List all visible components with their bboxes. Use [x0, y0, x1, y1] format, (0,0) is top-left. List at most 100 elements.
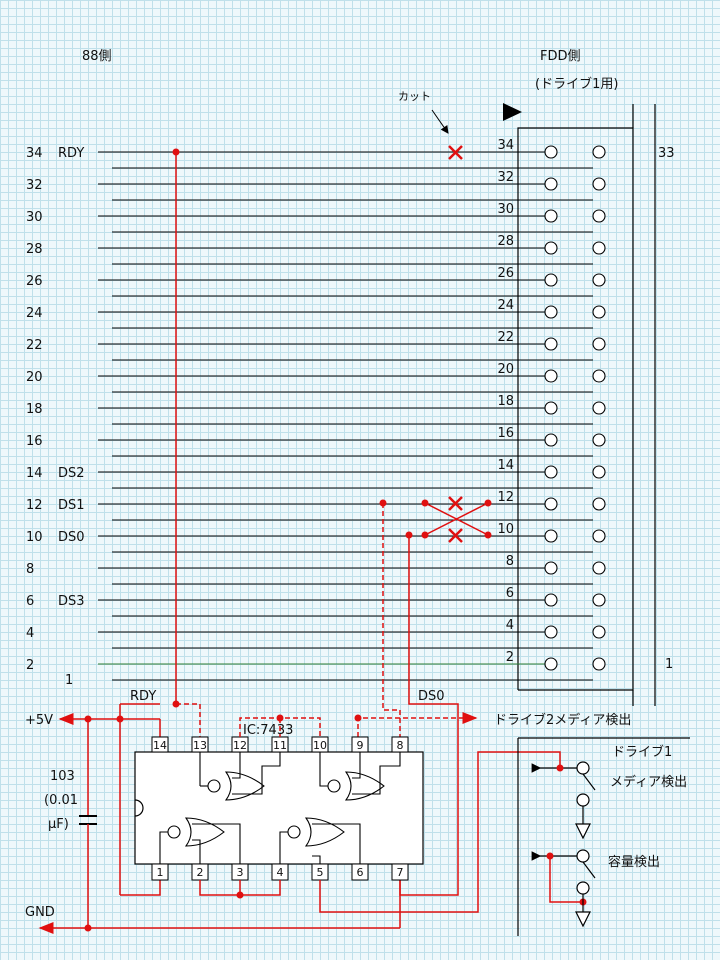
left-pin-number: 32 — [26, 178, 43, 193]
contact-odd — [592, 305, 606, 319]
left-pin-signal: RDY — [58, 146, 84, 161]
right-pin-number: 24 — [497, 298, 514, 313]
left-pin-number: 24 — [26, 306, 43, 321]
left-pin-number: 14 — [26, 466, 43, 481]
capacitor-detail-2: μF) — [48, 817, 69, 832]
left-pin-signal: DS3 — [58, 594, 85, 609]
ic-pin-number: 8 — [397, 739, 404, 752]
left-pin-number: 20 — [26, 370, 43, 385]
right-pin-number: 2 — [506, 650, 514, 665]
left-pin-number: 2 — [26, 658, 34, 673]
ic-pin-number: 7 — [397, 866, 404, 879]
left-pin-number: 26 — [26, 274, 43, 289]
fdd-side-title: FDD側 — [540, 49, 581, 64]
contact-even — [544, 497, 558, 511]
right-pin-number: 34 — [497, 138, 514, 153]
left-pin-number: 28 — [26, 242, 43, 257]
contact-odd — [592, 209, 606, 223]
contact-even — [544, 273, 558, 287]
contact-odd — [592, 145, 606, 159]
contact-even — [544, 241, 558, 255]
connector-bottom-label: 1 — [665, 657, 673, 672]
ic-pin-number: 9 — [357, 739, 364, 752]
contact-odd — [592, 593, 606, 607]
drive1-media-label: メディア検出 — [610, 774, 687, 790]
contact-odd — [592, 401, 606, 415]
ic-pin-number: 12 — [233, 739, 247, 752]
contact-odd — [592, 177, 606, 191]
left-pin-one: 1 — [65, 673, 73, 688]
contact-even — [544, 657, 558, 671]
contact-even — [544, 561, 558, 575]
ic-pin-number: 6 — [357, 866, 364, 879]
left-pin-signal: DS0 — [58, 530, 85, 545]
cut-arrow — [431, 109, 449, 134]
ic-pin-number: 5 — [317, 866, 324, 879]
contact-odd — [592, 433, 606, 447]
left-pin-number: 8 — [26, 562, 34, 577]
contact-odd — [592, 369, 606, 383]
right-pin-number: 10 — [497, 522, 514, 537]
contact-odd — [592, 561, 606, 575]
right-pin-number: 30 — [497, 202, 514, 217]
capacity-detect-label: 容量検出 — [608, 854, 660, 870]
left-pin-number: 34 — [26, 146, 43, 161]
left-pin-number: 30 — [26, 210, 43, 225]
left-pin-number: 22 — [26, 338, 43, 353]
cut-label: カット — [398, 90, 431, 103]
contact-even — [544, 625, 558, 639]
contact-even — [544, 593, 558, 607]
contact-odd — [592, 657, 606, 671]
gnd-label: GND — [25, 905, 55, 920]
ic-pin-number: 11 — [273, 739, 287, 752]
rdy-tap-wire — [172, 148, 201, 737]
right-pin-number: 12 — [497, 490, 514, 505]
ic-label: IC:7433 — [243, 723, 293, 738]
ic-straps — [199, 714, 561, 913]
ic-pin-number: 1 — [157, 866, 164, 879]
fdd-detect-board — [517, 737, 690, 936]
contact-even — [544, 433, 558, 447]
left-pin-number: 4 — [26, 626, 34, 641]
contact-odd — [592, 273, 606, 287]
contact-even — [544, 337, 558, 351]
right-pin-number: 22 — [497, 330, 514, 345]
right-pin-number: 8 — [506, 554, 514, 569]
vcc-label: +5V — [25, 713, 53, 728]
decoupling-capacitor — [79, 719, 97, 928]
rdy-gate-label: RDY — [130, 689, 156, 704]
right-pin-number: 32 — [497, 170, 514, 185]
pin1-marker-icon — [503, 103, 522, 121]
capacitor-value: 103 — [50, 769, 75, 784]
host-side-title: 88側 — [82, 49, 112, 64]
contact-even — [544, 177, 558, 191]
right-pin-number: 16 — [497, 426, 514, 441]
right-pin-number: 4 — [506, 618, 514, 633]
contact-odd — [592, 497, 606, 511]
fdd-side-subtitle: (ドライブ1用) — [535, 76, 618, 92]
left-pin-number: 6 — [26, 594, 34, 609]
ic-gates — [159, 752, 401, 864]
fdd-connector-body — [517, 127, 634, 691]
ic-7433 — [134, 751, 424, 865]
right-pin-number: 6 — [506, 586, 514, 601]
ic-pin-number: 14 — [153, 739, 167, 752]
contact-even — [544, 369, 558, 383]
right-pin-number: 14 — [497, 458, 514, 473]
left-pin-number: 10 — [26, 530, 43, 545]
rdy-cut-mark — [448, 145, 463, 160]
contact-odd — [592, 625, 606, 639]
ic-pin-top — [151, 736, 169, 753]
left-pin-number: 12 — [26, 498, 43, 513]
vcc-bus — [58, 703, 161, 896]
capacitor-detail-1: (0.01 — [44, 793, 78, 808]
contact-even — [544, 529, 558, 543]
right-pin-number: 28 — [497, 234, 514, 249]
connector-top-label: 33 — [658, 146, 675, 161]
contact-odd — [592, 529, 606, 543]
left-pin-signal: DS2 — [58, 466, 85, 481]
ds1-tap-wire — [379, 499, 401, 737]
